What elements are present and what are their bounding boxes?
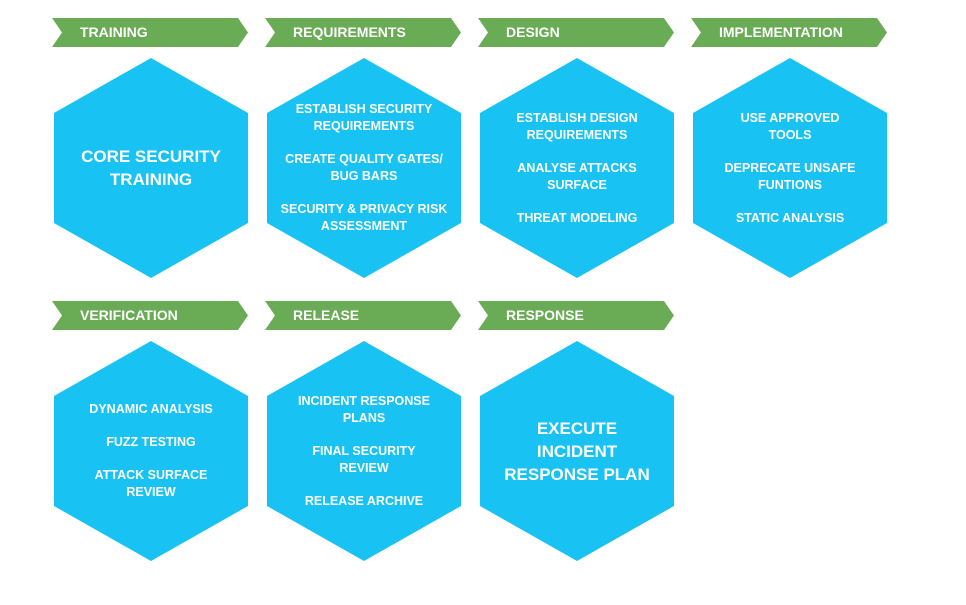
phase-response: RESPONSE EXECUTE INCIDENT RESPONSE PLAN [478,301,674,561]
phase-banner: REQUIREMENTS [265,18,461,47]
phase-item: INCIDENT RESPONSE PLANS [298,393,430,425]
phase-banner: RESPONSE [478,301,674,330]
phase-item: FUZZ TESTING [106,435,196,449]
phase-banner: IMPLEMENTATION [691,18,887,47]
phase-item: ESTABLISH DESIGN REQUIREMENTS [516,110,638,142]
phase-item: RELEASE ARCHIVE [304,493,424,508]
phase-hexagon: INCIDENT RESPONSE PLANS FINAL SECURITY R… [267,341,461,561]
phase-banner: DESIGN [478,18,674,47]
phase-verification: VERIFICATION DYNAMIC ANALYSIS FUZZ TESTI… [52,301,248,561]
phase-hexagon: DYNAMIC ANALYSIS FUZZ TESTING ATTACK SUR… [54,341,248,561]
phase-hexagon: USE APPROVED TOOLS DEPRECATE UNSAFE FUNT… [693,58,887,278]
phase-item: CREATE QUALITY GATES/ BUG BARS [285,152,443,183]
phase-item: DEPRECATE UNSAFE FUNTIONS [724,160,856,192]
phase-item: USE APPROVED TOOLS [740,110,840,142]
phase-banner: VERIFICATION [52,301,248,330]
phase-release: RELEASE INCIDENT RESPONSE PLANS FINAL SE… [265,301,461,561]
phase-item: DYNAMIC ANALYSIS [89,402,213,416]
phase-item: THREAT MODELING [516,210,638,225]
phase-item: ANALYSE ATTACKS SURFACE [517,160,637,192]
phase-item: ATTACK SURFACE REVIEW [94,468,208,499]
phase-item: EXECUTE INCIDENT RESPONSE PLAN [504,418,650,484]
phase-item: ESTABLISH SECURITY REQUIREMENTS [295,102,433,133]
phase-banner: TRAINING [52,18,248,47]
phase-item: STATIC ANALYSIS [735,210,845,225]
phase-implementation: IMPLEMENTATION USE APPROVED TOOLS DEPREC… [691,18,887,278]
phase-requirements: REQUIREMENTS ESTABLISH SECURITY REQUIREM… [265,18,461,278]
phase-hexagon: ESTABLISH SECURITY REQUIREMENTS CREATE Q… [267,58,461,278]
phase-banner: RELEASE [265,301,461,330]
phase-item: FINAL SECURITY REVIEW [312,443,416,475]
phase-item: SECURITY & PRIVACY RISK ASSESSMENT [280,202,448,233]
phase-hexagon: EXECUTE INCIDENT RESPONSE PLAN [480,341,674,561]
phase-hexagon: CORE SECURITY TRAINING [54,58,248,278]
phase-design: DESIGN ESTABLISH DESIGN REQUIREMENTS ANA… [478,18,674,278]
phase-item: CORE SECURITY TRAINING [81,147,221,189]
phase-hexagon: ESTABLISH DESIGN REQUIREMENTS ANALYSE AT… [480,58,674,278]
phase-training: TRAINING CORE SECURITY TRAINING [52,18,248,278]
